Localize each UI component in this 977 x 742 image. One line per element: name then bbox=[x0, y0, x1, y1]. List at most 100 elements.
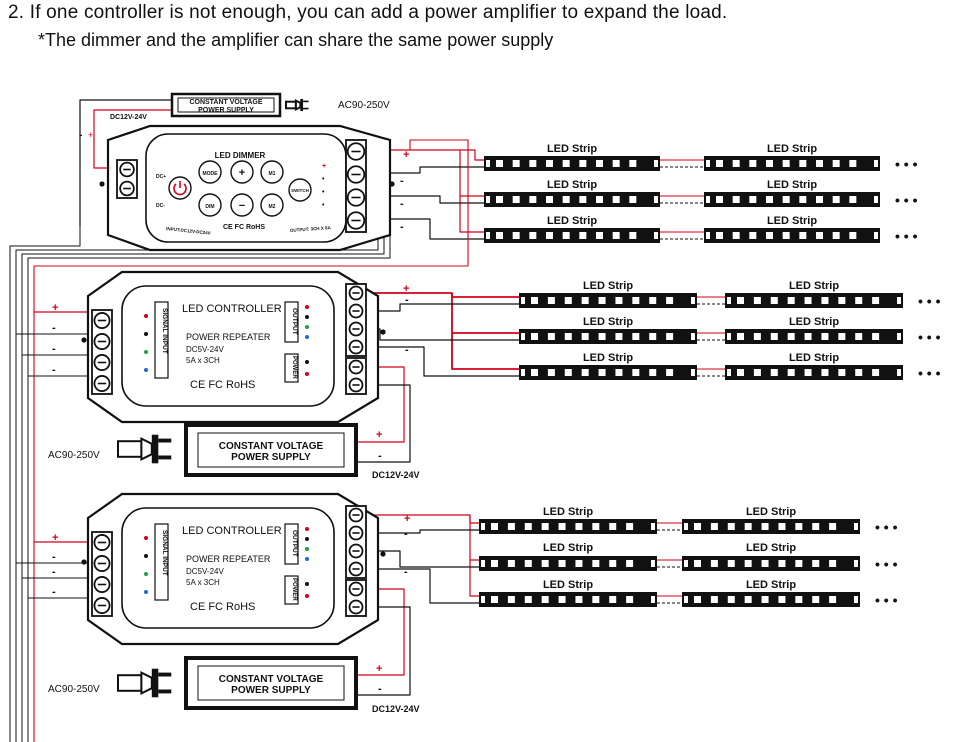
signal-led bbox=[144, 332, 148, 336]
led-chip bbox=[753, 333, 761, 340]
continuation-dots: • • • bbox=[918, 329, 941, 345]
led-chip bbox=[855, 297, 863, 304]
amplifier-certifications: CE FC RoHS bbox=[190, 601, 255, 613]
minus-button-label: − bbox=[239, 200, 245, 212]
led-chip bbox=[629, 196, 637, 203]
led-chip bbox=[804, 297, 812, 304]
amplifier-output-terminal bbox=[345, 283, 367, 357]
amplifier-power-terminal bbox=[345, 579, 367, 617]
led-strip-label: LED Strip bbox=[543, 506, 593, 518]
wire bbox=[366, 550, 480, 568]
led-chip bbox=[615, 333, 623, 340]
strip-body bbox=[519, 329, 697, 344]
strip-pad bbox=[691, 297, 695, 304]
led-chip bbox=[564, 369, 572, 376]
led-chip bbox=[491, 596, 498, 603]
wire-minus-sign: - bbox=[378, 683, 382, 695]
led-strip bbox=[484, 228, 660, 243]
strip-pad bbox=[706, 232, 710, 239]
plug-body bbox=[285, 100, 297, 110]
dimmer-output-terminal bbox=[345, 139, 367, 233]
strip-pad bbox=[684, 560, 688, 567]
led-chip bbox=[507, 560, 515, 567]
strip-pad bbox=[651, 560, 655, 567]
dc-output-label: DC12V-24V bbox=[372, 704, 420, 714]
led-chip bbox=[596, 232, 603, 239]
wire-minus-sign: - bbox=[52, 586, 56, 598]
output-led bbox=[305, 305, 309, 309]
dc-plus-label: DC+ bbox=[156, 174, 166, 180]
wire-plus-sign: + bbox=[376, 663, 382, 675]
strip-pad bbox=[897, 369, 901, 376]
led-chip bbox=[626, 523, 634, 530]
continuation-dots: • • • bbox=[875, 592, 898, 608]
led-chip bbox=[744, 596, 752, 603]
led-chip bbox=[727, 560, 735, 567]
led-chip bbox=[761, 523, 769, 530]
plug-pin bbox=[303, 107, 309, 110]
led-chip bbox=[821, 333, 829, 340]
led-chip bbox=[812, 560, 820, 567]
led-chip bbox=[694, 596, 701, 603]
led-chip bbox=[829, 560, 837, 567]
led-chip bbox=[615, 297, 623, 304]
led-chip bbox=[579, 160, 587, 167]
led-strip bbox=[519, 293, 697, 308]
led-chip bbox=[512, 160, 520, 167]
strip-pad bbox=[727, 369, 731, 376]
wire bbox=[366, 303, 520, 312]
led-chip bbox=[547, 333, 555, 340]
strip-pad bbox=[706, 196, 710, 203]
amplifier-input-terminal bbox=[91, 531, 113, 617]
led-chip bbox=[612, 160, 620, 167]
led-strip-label: LED Strip bbox=[547, 215, 597, 227]
amplifier-title: LED CONTROLLER bbox=[182, 303, 282, 315]
terminal-housing bbox=[345, 283, 367, 357]
signal-led bbox=[144, 314, 148, 318]
wire bbox=[459, 196, 485, 233]
led-chip bbox=[598, 297, 606, 304]
ac-input-label: AC90-250V bbox=[48, 450, 100, 461]
led-chip bbox=[821, 297, 829, 304]
ac-input-label: AC90-250V bbox=[48, 684, 100, 695]
led-strip-label: LED Strip bbox=[583, 316, 633, 328]
output-led bbox=[305, 547, 309, 551]
mode-button bbox=[198, 160, 222, 184]
led-chip bbox=[562, 196, 570, 203]
led-chip bbox=[829, 596, 837, 603]
output-label: OUTPUT bbox=[291, 530, 298, 557]
amplifier-line-3: 5A x 3CH bbox=[186, 578, 220, 587]
amplifier-line-1: POWER REPEATER bbox=[186, 554, 271, 564]
dimmer-output-spec: OUTPUT: 3CH X 8A bbox=[290, 225, 332, 233]
strip-pad bbox=[684, 596, 688, 603]
led-chip bbox=[816, 232, 823, 239]
led-chip bbox=[632, 297, 640, 304]
led-chip bbox=[626, 560, 634, 567]
led-chip bbox=[598, 333, 606, 340]
wire bbox=[451, 333, 520, 370]
led-chip bbox=[649, 369, 657, 376]
signal-input-label: SIGNAL INPUT bbox=[161, 308, 168, 354]
led-chip bbox=[649, 297, 657, 304]
psu-label: CONSTANT VOLTAGE bbox=[219, 441, 324, 452]
output-pin-marker: • bbox=[322, 202, 325, 209]
led-chip bbox=[838, 333, 846, 340]
led-chip bbox=[732, 232, 740, 239]
strip-pad bbox=[897, 333, 901, 340]
led-chip bbox=[749, 196, 757, 203]
wire bbox=[79, 99, 172, 226]
led-strip bbox=[479, 519, 657, 534]
wire bbox=[356, 588, 405, 676]
led-chip bbox=[531, 369, 538, 376]
led-strip bbox=[682, 556, 860, 571]
power-led bbox=[305, 582, 309, 586]
plug-face bbox=[151, 668, 159, 698]
led-chip bbox=[799, 160, 807, 167]
led-strip bbox=[682, 592, 860, 607]
led-chip bbox=[694, 560, 701, 567]
led-chip bbox=[761, 596, 769, 603]
m1-button bbox=[260, 160, 284, 184]
led-chip bbox=[799, 232, 807, 239]
